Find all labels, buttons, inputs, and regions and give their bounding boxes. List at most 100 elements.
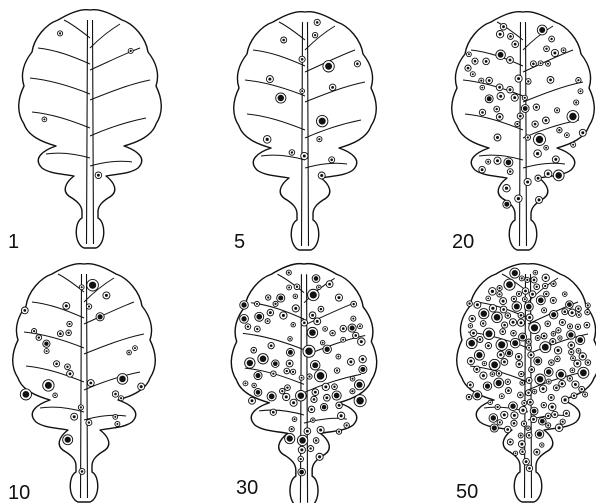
lesion-core [507,389,510,392]
lesion-core [120,397,122,399]
lesion-core [267,320,269,322]
lesion-core [554,413,557,416]
lesion-core [536,286,538,288]
lesion-core [468,396,470,398]
lesion-core [543,335,546,338]
lesion-core [555,172,562,179]
lesion-core [324,385,327,388]
lesion-core [496,159,499,162]
lesion-core [498,372,500,374]
lesion-core [361,358,364,361]
lesion-core [301,90,303,92]
lesion-core [484,363,486,365]
lesion-core [516,123,518,125]
lesion-core [520,335,525,340]
lesion-core [114,416,116,418]
lesion-core [322,405,327,410]
leaf-icon [19,10,162,248]
lesion-core [497,406,499,408]
lesion-core [266,138,269,141]
lesion-core [534,391,536,393]
lesion-core [337,356,339,358]
lesion-core [521,451,523,453]
lesion-core [88,305,90,307]
lesion-core [498,86,501,89]
lesion-core [569,325,571,327]
lesion-core [523,423,525,425]
lesion-core [496,136,499,139]
lesion-core [568,332,573,337]
lesion-core [59,332,62,335]
lesion-core [509,170,511,172]
lesion-core [565,412,568,415]
lesion-core [480,80,482,82]
lesion-core [471,317,474,320]
lesion-core [517,355,520,358]
lesion-core [574,383,577,386]
lesion-core [524,97,526,99]
lesion-core [273,361,278,366]
lesion-core [520,314,523,317]
lesion-core [305,347,313,355]
lesion-core [352,378,354,380]
leaf-panel-6 [457,264,596,502]
lesion-core [349,360,352,363]
lesion-core [476,352,482,358]
lesion-core [314,34,316,36]
lesion-core [301,377,303,379]
lesion-core [337,296,340,299]
lesion-core [577,326,579,328]
lesion-core [469,384,472,387]
lesion-core [528,467,531,470]
lesion-core [354,334,357,337]
lesion-core [255,373,260,378]
lesion-core [80,406,82,408]
lesion-core [553,52,556,55]
lesion-core [298,392,305,399]
lesion-core [319,428,322,431]
lesion-core [509,441,511,443]
lesion-core [549,79,552,82]
lesion-core [350,326,355,331]
lesion-core [512,321,515,324]
leaf-panel-5 [231,264,376,503]
lesion-core [54,394,56,396]
lesion-core [356,397,364,405]
lesion-core [65,304,68,307]
lesion-core [352,318,354,320]
lesion-core [586,311,588,313]
lesion-core [496,108,498,110]
lesion-core [514,304,520,310]
lesion-core [325,396,328,399]
lesion-core [491,415,496,420]
lesion-core [252,349,254,351]
lesion-core [570,351,572,353]
lesion-core [550,361,552,363]
lesion-core [55,363,58,366]
lesion-core [498,293,500,295]
lesion-core [558,129,560,131]
lesion-core [482,374,485,377]
lesion-core [288,271,290,273]
panel-label-1: 1 [8,232,19,252]
lesion-core [272,373,274,375]
lesion-core [523,402,525,404]
lesion-core [545,293,547,295]
lesion-core [527,392,529,394]
lesion-core [524,290,527,293]
lesion-core [134,347,136,349]
lesion-core [128,352,130,354]
lesion-core [285,395,288,398]
lesion-core [530,354,533,357]
lesion-core [352,303,354,305]
lesion-core [552,340,555,343]
lesion-core [336,369,338,371]
lesion-core [499,33,502,36]
lesion-core [509,35,512,38]
lesion-core [526,304,532,310]
lesion-core [534,123,537,126]
lesion-core [562,421,564,423]
lesion-core [491,307,494,310]
lesion-core [523,106,528,111]
